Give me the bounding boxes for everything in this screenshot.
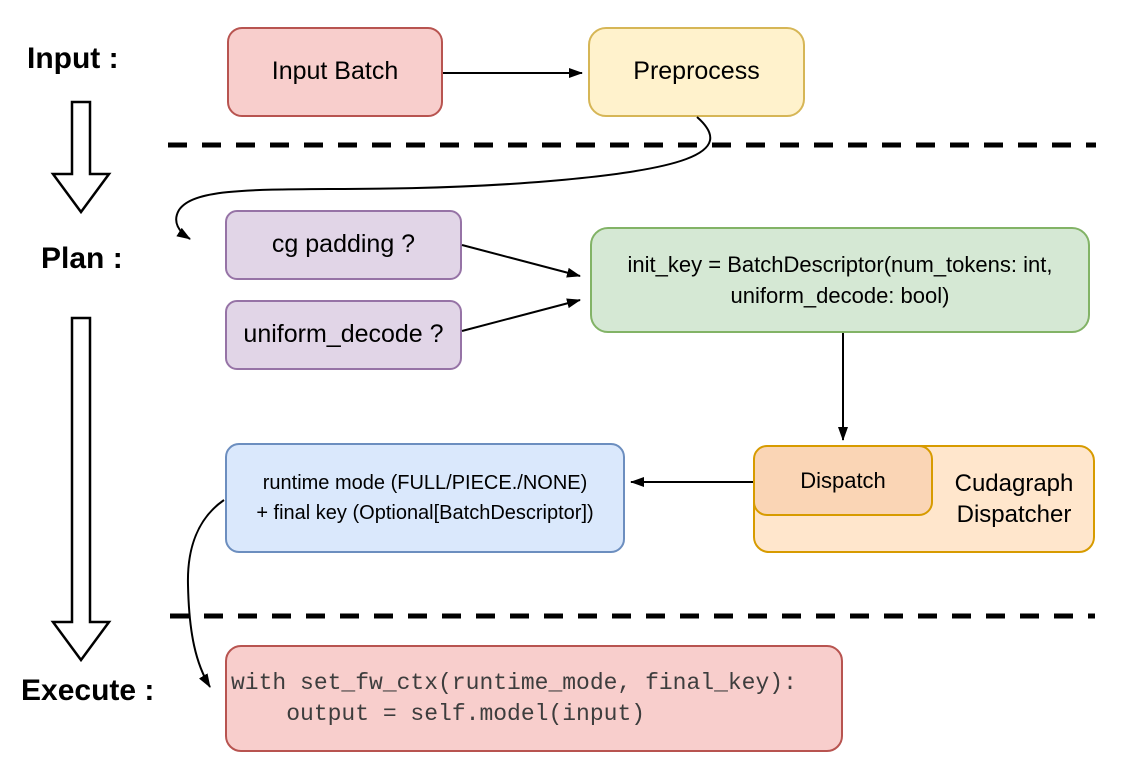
stage-label-input: Input : — [27, 42, 119, 75]
stage-label-execute: Execute : — [21, 674, 155, 707]
node-cg-padding: cg padding ? — [225, 210, 462, 280]
hollow-arrow-input-to-plan — [50, 100, 112, 215]
node-preprocess-label: Preprocess — [633, 57, 760, 86]
dispatcher-label-line2: Dispatcher — [956, 501, 1072, 528]
node-uniform-decode-label: uniform_decode ? — [243, 320, 444, 349]
node-init-key-line2: uniform_decode: bool) — [730, 283, 950, 308]
arrow-runtime-mode-to-execute-code — [186, 499, 225, 688]
node-runtime-mode-line1: runtime mode (FULL/PIECE./NONE) — [262, 472, 588, 494]
arrow-cg-padding-to-init-key — [461, 244, 581, 278]
node-preprocess: Preprocess — [588, 27, 805, 117]
node-init-key: init_key = BatchDescriptor(num_tokens: i… — [590, 227, 1090, 333]
code-line-1: with set_fw_ctx(runtime_mode, final_key)… — [231, 669, 797, 696]
node-init-key-line1: init_key = BatchDescriptor(num_tokens: i… — [627, 252, 1053, 277]
dispatcher-label-line1: Cudagraph — [954, 470, 1074, 497]
arrow-uniform-decode-to-init-key — [461, 298, 581, 332]
node-runtime-mode-line2: + final key (Optional[BatchDescriptor]) — [256, 502, 594, 524]
node-execute-code: with set_fw_ctx(runtime_mode, final_key)… — [225, 645, 843, 752]
node-runtime-mode: runtime mode (FULL/PIECE./NONE) + final … — [225, 443, 625, 553]
node-dispatch: Dispatch — [753, 445, 933, 516]
node-cudagraph-dispatcher-label: Cudagraph Dispatcher — [933, 445, 1095, 553]
node-input-batch: Input Batch — [227, 27, 443, 117]
node-dispatch-label: Dispatch — [800, 467, 886, 493]
node-uniform-decode: uniform_decode ? — [225, 300, 462, 370]
stage-label-plan: Plan : — [41, 242, 123, 275]
code-line-2: output = self.model(input) — [231, 700, 646, 727]
node-input-batch-label: Input Batch — [271, 57, 399, 86]
node-cg-padding-label: cg padding ? — [271, 230, 416, 259]
hollow-arrow-plan-to-execute — [50, 316, 112, 663]
